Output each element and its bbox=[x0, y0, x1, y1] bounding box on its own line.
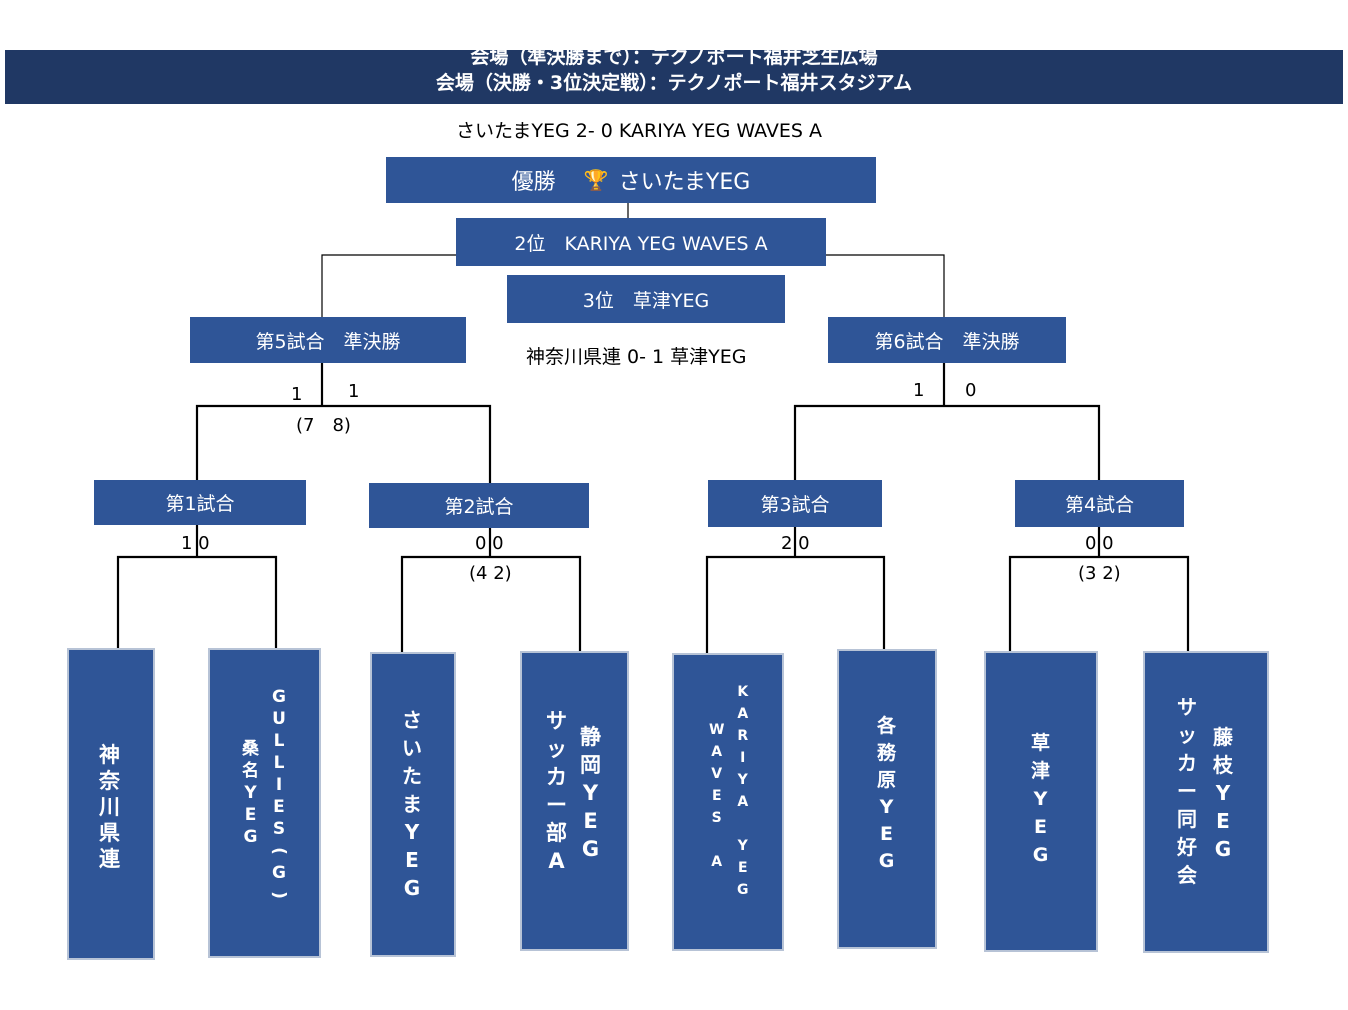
venue-header: 会場（準決勝まで）：テクノポート福井芝生広場 会場（決勝・3位決定戦）：テクノポ… bbox=[5, 50, 1343, 104]
team-name: サッカー同好会 bbox=[1177, 695, 1197, 887]
champion-team: さいたまYEG bbox=[618, 170, 751, 195]
final-result: さいたまYEG 2- 0 KARIYA YEG WAVES A bbox=[456, 120, 823, 142]
match5-score-left: 1 bbox=[291, 384, 303, 405]
venue-line-final: 会場（決勝・3位決定戦）：テクノポート福井スタジアム bbox=[435, 72, 913, 94]
match5-score-right: 1 bbox=[348, 381, 360, 402]
third-place-result: 神奈川県連 0- 1 草津YEG bbox=[526, 346, 747, 368]
match4-pk: (3 2) bbox=[1078, 563, 1121, 584]
match5-pk: (7 8) bbox=[296, 415, 351, 436]
champion-label: 優勝 bbox=[511, 170, 556, 195]
match4-box: 第4試合 bbox=[1015, 480, 1184, 527]
match2-score: 0 0 bbox=[475, 533, 504, 554]
venue-line-semis: 会場（準決勝まで）：テクノポート福井芝生広場 bbox=[470, 50, 878, 68]
match6-score-right: 0 bbox=[965, 380, 977, 401]
team-box-1: 神奈川県連 bbox=[67, 648, 155, 960]
match4-score: 0 0 bbox=[1085, 533, 1114, 554]
team-name: 神奈川県連 bbox=[99, 743, 120, 871]
match2-box: 第2試合 bbox=[369, 483, 589, 528]
trophy-icon: 🏆 bbox=[583, 168, 609, 192]
match2-pk: (4 2) bbox=[469, 563, 512, 584]
match3-score: 2 0 bbox=[781, 533, 810, 554]
champion-box: 優勝 🏆 さいたまYEG bbox=[386, 157, 876, 203]
match6-score-left: 1 bbox=[913, 380, 925, 401]
match5-box: 第5試合 準決勝 bbox=[190, 317, 466, 363]
match1-score: 1 0 bbox=[181, 533, 210, 554]
third-place-box: 3位 草津YEG bbox=[507, 275, 785, 323]
match1-box: 第1試合 bbox=[94, 480, 306, 525]
match3-box: 第3試合 bbox=[708, 480, 882, 527]
second-place-box: 2位 KARIYA YEG WAVES A bbox=[456, 218, 826, 266]
match6-box: 第6試合 準決勝 bbox=[828, 317, 1066, 363]
